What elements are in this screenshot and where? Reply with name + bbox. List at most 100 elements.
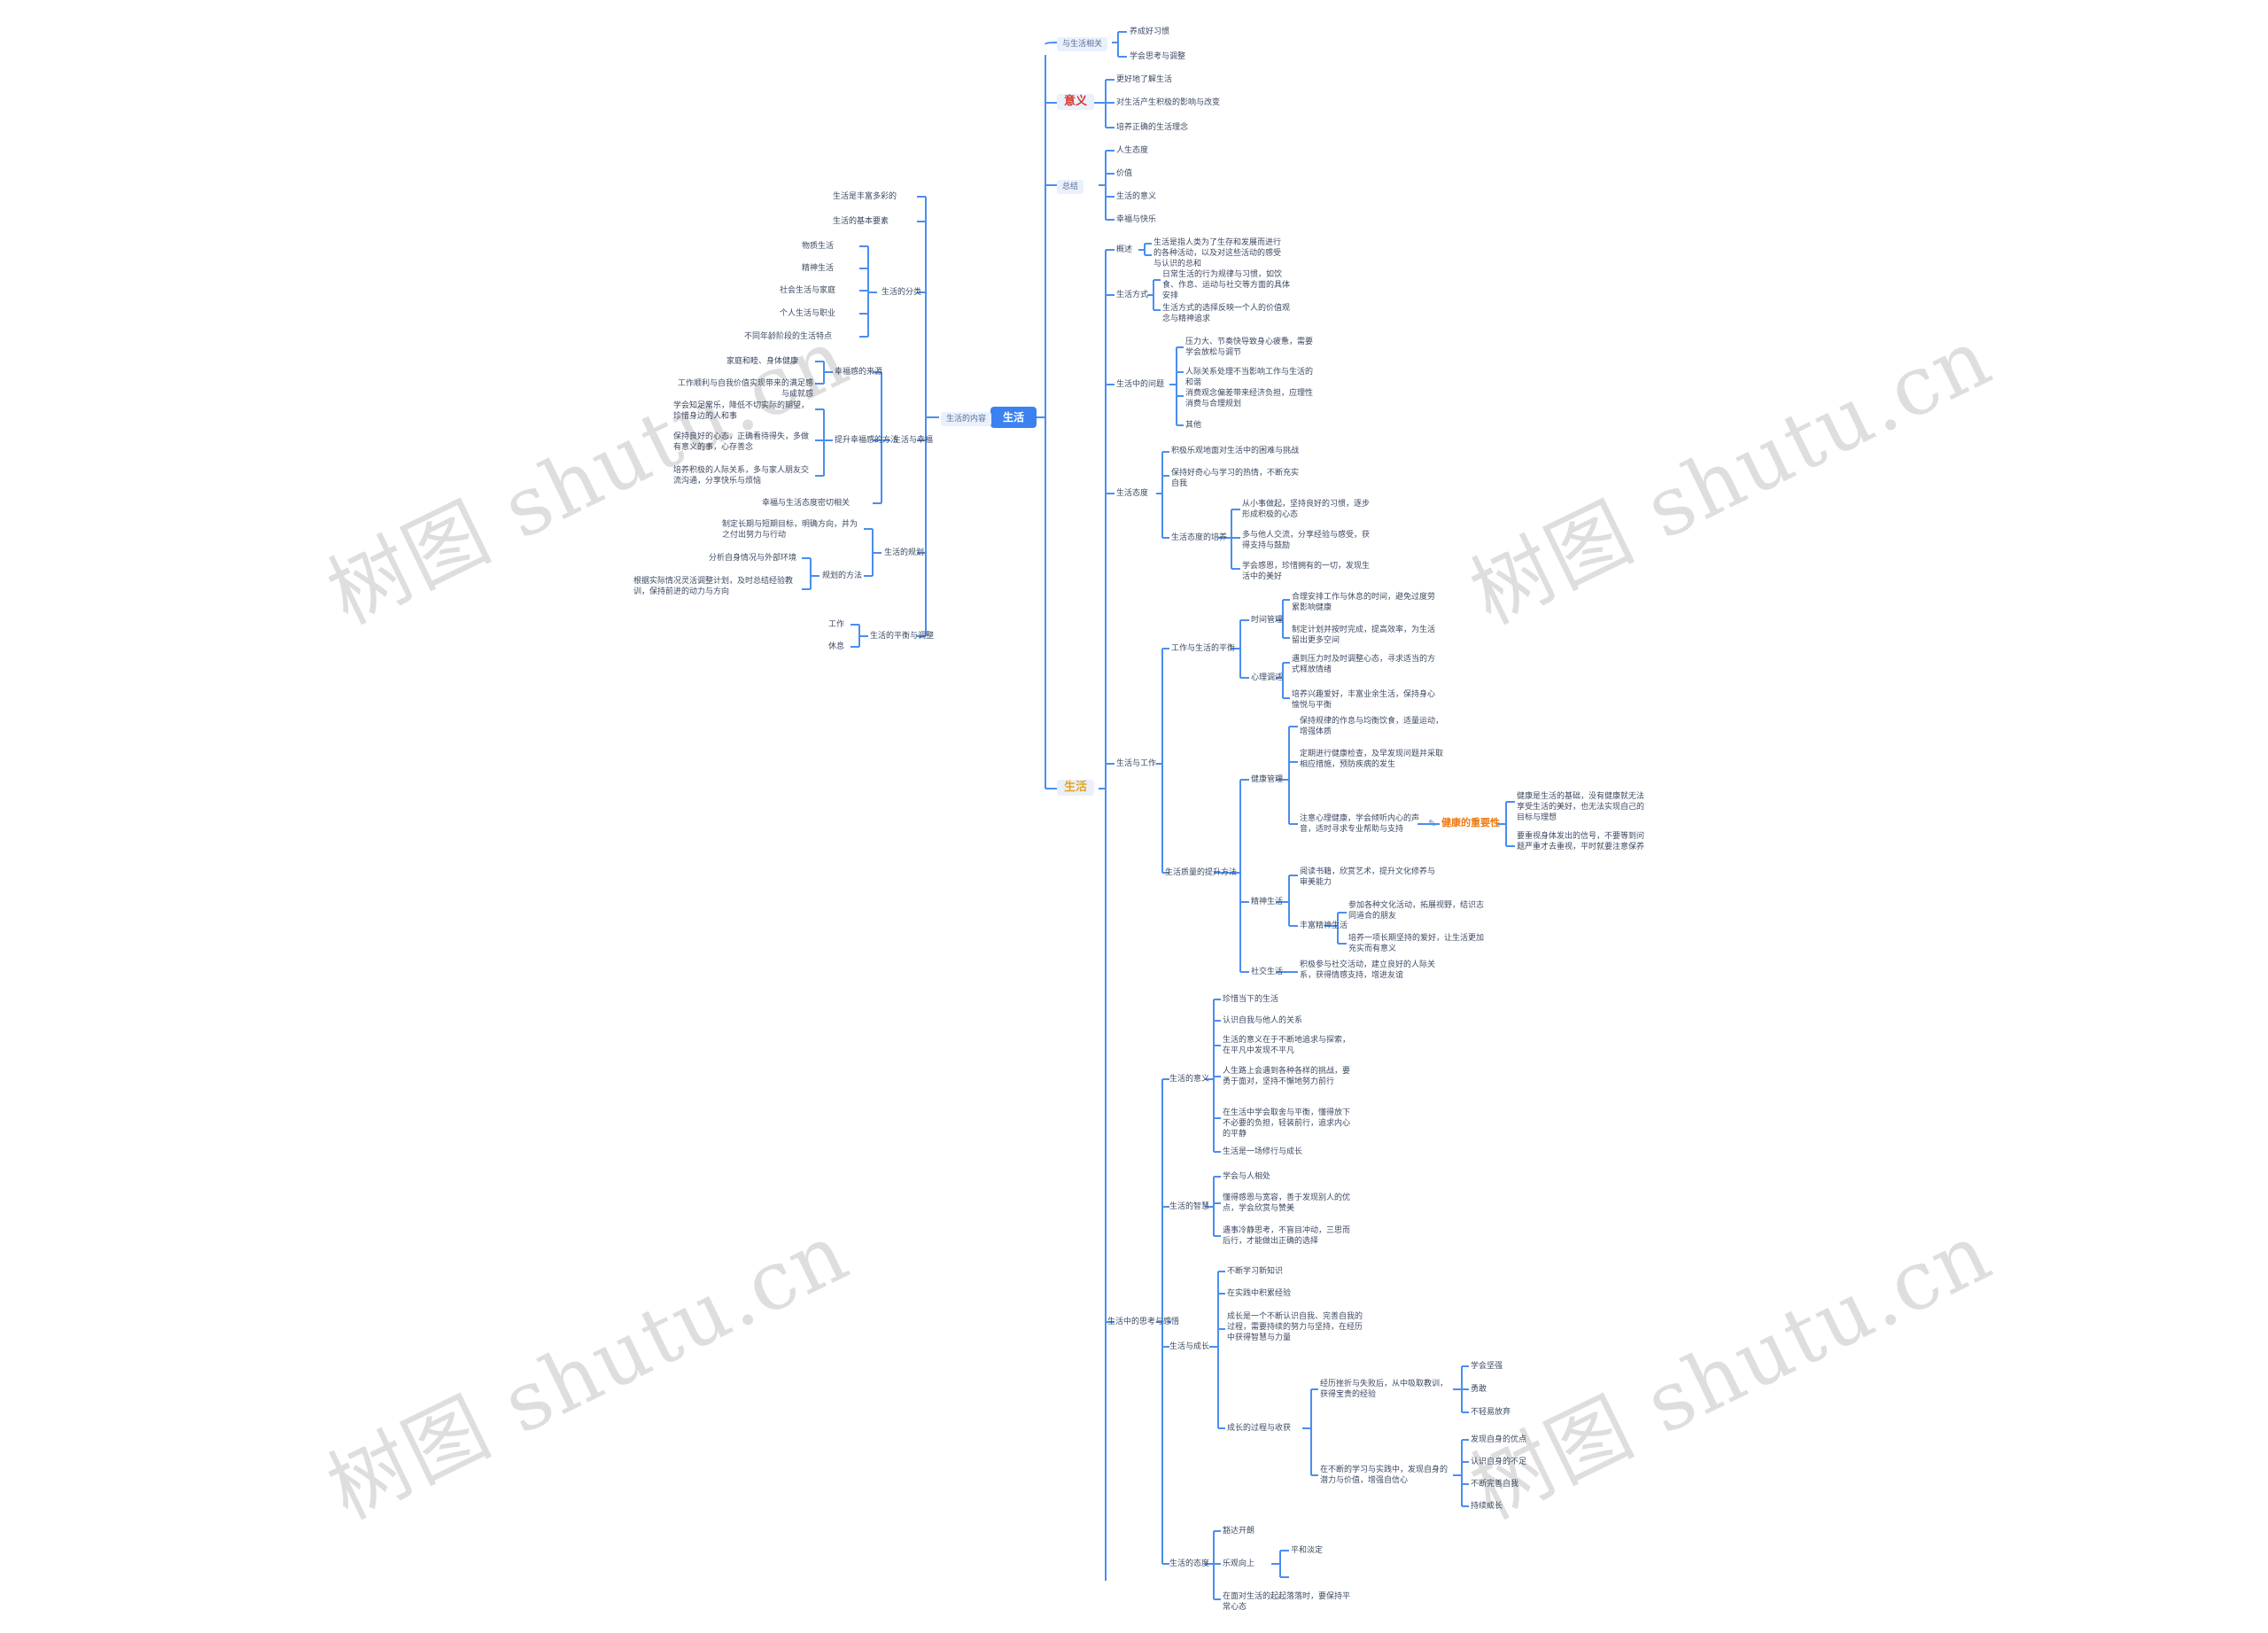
leaf-node: 日常生活的行为规律与习惯，如饮食、作息、运动与社交等方面的具体安排: [1162, 270, 1291, 300]
topic-node[interactable]: 生活与幸福: [893, 436, 934, 445]
topic-node[interactable]: 工作与生活的平衡: [1171, 644, 1236, 653]
leaf-node: 生活的基本要素: [833, 217, 889, 226]
leaf-node: 对生活产生积极的影响与改变: [1116, 98, 1221, 107]
topic-node[interactable]: 精神生活: [1251, 898, 1284, 906]
leaf-node: 工作: [828, 620, 845, 629]
leaf-node: 遇到压力时及时调整心态，寻求适当的方式释放情绪: [1292, 655, 1436, 674]
topic-node[interactable]: 生活的意义: [1169, 1075, 1210, 1084]
leaf-node: 制定计划并按时完成，提高效率，为生活留出更多空间: [1292, 626, 1436, 645]
topic-node[interactable]: 社交生活: [1251, 968, 1284, 976]
topic-node[interactable]: 健康管理: [1251, 775, 1284, 784]
leaf-node: 生活的意义在于不断地追求与探索，在平凡中发现不平凡: [1223, 1036, 1351, 1055]
leaf-node: 学会与人相处: [1223, 1172, 1271, 1181]
highlight-node[interactable]: 健康的重要性: [1441, 817, 1500, 828]
leaf-node: 在生活中学会取舍与平衡，懂得放下不必要的负担，轻装前行，追求内心的平静: [1223, 1108, 1351, 1139]
leaf-node: 合理安排工作与休息的时间，避免过度劳累影响健康: [1292, 593, 1436, 612]
topic-node[interactable]: 生活的分类: [882, 288, 922, 297]
leaf-node: 不同年龄阶段的生活特点: [744, 332, 833, 341]
leaf-node: 健康是生活的基础，没有健康就无法享受生活的美好，也无法实现自己的目标与理想: [1517, 792, 1645, 822]
leaf-node: 积极参与社交活动，建立良好的人际关系，获得情感支持，增进友谊: [1300, 960, 1436, 980]
leaf-node: 认识自身的不足: [1471, 1458, 1527, 1466]
topic-node[interactable]: 心理调适: [1251, 673, 1284, 682]
leaf-node: 生活的意义: [1116, 192, 1157, 201]
leaf-node: 更好地了解生活: [1116, 75, 1173, 84]
leaf-node: 分析自身情况与外部环境: [709, 554, 797, 563]
topic-node[interactable]: 规划的方法: [822, 572, 863, 580]
leaf-node: 保持好奇心与学习的热情，不断充实自我: [1171, 469, 1300, 488]
branch-node-highlight-red[interactable]: 意义: [1057, 94, 1095, 110]
leaf-node: 培养兴趣爱好，丰富业余生活，保持身心愉悦与平衡: [1292, 690, 1436, 710]
leaf-node: 要重视身体发出的信号，不要等到问题严重才去重视，平时就要注意保养: [1517, 832, 1645, 851]
topic-node[interactable]: 生活方式: [1116, 291, 1149, 299]
topic-node[interactable]: 提升幸福感的方法: [835, 436, 899, 445]
leaf-node: 豁达开朗: [1223, 1527, 1255, 1536]
leaf-node: 培养积极的人际关系，多与家人朋友交流沟通，分享快乐与烦恼: [673, 466, 810, 486]
topic-node[interactable]: 生活与成长: [1169, 1342, 1210, 1351]
leaf-node: 认识自我与他人的关系: [1223, 1016, 1303, 1025]
leaf-node: 勇敢: [1471, 1385, 1487, 1394]
branch-node-highlight-yellow[interactable]: 生活: [1057, 780, 1095, 796]
leaf-node: 参加各种文化活动，拓展视野，结识志同道合的朋友: [1348, 901, 1485, 921]
leaf-node: 在实践中积累经验: [1227, 1289, 1292, 1298]
leaf-node: 定期进行健康检查，及早发现问题并采取相应措施，预防疾病的发生: [1300, 750, 1444, 769]
leaf-node: 注意心理健康，学会倾听内心的声音，适时寻求专业帮助与支持: [1300, 814, 1420, 834]
leaf-node: 人生路上会遇到各种各样的挑战，要勇于面对，坚持不懈地努力前行: [1223, 1067, 1351, 1086]
topic-node[interactable]: 概述: [1116, 245, 1133, 254]
leaf-node: 价值: [1116, 169, 1133, 178]
topic-node[interactable]: 生活中的问题: [1116, 380, 1165, 389]
topic-node[interactable]: 生活态度: [1116, 489, 1149, 498]
topic-node[interactable]: 生活与工作: [1116, 759, 1157, 768]
leaf-node: 幸福与生活态度密切相关: [762, 499, 850, 508]
leaf-node: 学会知足常乐，降低不切实际的期望，珍惜身边的人和事: [673, 401, 810, 421]
leaf-node: 平和淡定: [1291, 1546, 1324, 1555]
topic-node[interactable]: 幸福感的来源: [835, 368, 883, 377]
leaf-node: 阅读书籍，欣赏艺术，提升文化修养与审美能力: [1300, 867, 1436, 887]
leaf-node: 家庭和睦、身体健康: [726, 357, 799, 366]
leaf-node: 经历挫折与失败后，从中吸取教训，获得宝贵的经验: [1320, 1380, 1449, 1399]
leaf-node: 培养一项长期坚持的爱好，让生活更加充实而有意义: [1348, 934, 1485, 953]
leaf-node: 生活是丰富多彩的: [833, 192, 897, 201]
topic-node[interactable]: 生活的智慧: [1169, 1202, 1210, 1211]
leaf-node: 保持良好的心态，正确看待得失，多做有意义的事，心存善念: [673, 432, 810, 452]
leaf-node: 保持规律的作息与均衡饮食，适量运动，增强体质: [1300, 717, 1444, 736]
topic-node[interactable]: 生活质量的提升方法: [1165, 868, 1238, 877]
leaf-node: 珍惜当下的生活: [1223, 995, 1279, 1004]
topic-node[interactable]: 生活的规划: [884, 548, 925, 557]
leaf-node: 遇事冷静思考，不盲目冲动，三思而后行，才能做出正确的选择: [1223, 1226, 1351, 1246]
leaf-node: 积极乐观地面对生活中的困难与挑战: [1171, 447, 1300, 455]
leaf-node: 消费观念偏差带来经济负担，应理性消费与合理规划: [1185, 389, 1314, 408]
topic-node[interactable]: 时间管理: [1251, 616, 1284, 625]
pencil-icon: ✎: [1428, 818, 1437, 829]
leaf-node: 培养正确的生活理念: [1116, 123, 1189, 132]
leaf-node: 乐观向上: [1223, 1559, 1255, 1568]
topic-node[interactable]: 生活中的思考与感悟: [1107, 1318, 1180, 1326]
topic-node[interactable]: 生活态度的培养: [1171, 533, 1228, 542]
leaf-node: 工作顺利与自我价值实现带来的满足感与成就感: [677, 379, 813, 399]
leaf-node: 持续成长: [1471, 1502, 1503, 1511]
leaf-node: 在不断的学习与实践中，发现自身的潜力与价值，增强自信心: [1320, 1466, 1449, 1485]
branch-node[interactable]: 总结: [1057, 180, 1084, 194]
leaf-node: 懂得感恩与宽容，善于发现别人的优点，学会欣赏与赞美: [1223, 1194, 1351, 1213]
topic-node[interactable]: 生活的态度: [1169, 1559, 1210, 1568]
leaf-node: 成长是一个不断认识自我、完善自我的过程，需要持续的努力与坚持，在经历中获得智慧与…: [1227, 1312, 1363, 1342]
leaf-node: 不断完善自我: [1471, 1480, 1519, 1489]
topic-node[interactable]: 生活的平衡与调整: [870, 632, 935, 641]
topic-node[interactable]: 丰富精神生活: [1300, 921, 1348, 930]
topic-node[interactable]: 成长的过程与收获: [1227, 1424, 1292, 1433]
leaf-node: 其他: [1185, 421, 1202, 430]
leaf-node: 多与他人交流，分享经验与感受，获得支持与鼓励: [1242, 531, 1371, 550]
branch-node[interactable]: 与生活相关: [1057, 37, 1108, 51]
leaf-node: 人际关系处理不当影响工作与生活的和谐: [1185, 368, 1314, 387]
leaf-node: 压力大、节奏快导致身心疲惫，需要学会放松与调节: [1185, 338, 1314, 357]
leaf-node: 不轻易放弃: [1471, 1408, 1511, 1417]
leaf-node: 不断学习新知识: [1227, 1267, 1284, 1276]
leaf-node: 制定长期与短期目标，明确方向，并为之付出努力与行动: [722, 520, 858, 540]
leaf-node: 个人生活与职业: [780, 309, 836, 318]
leaf-node: 物质生活: [802, 242, 835, 251]
leaf-node: 生活方式的选择反映一个人的价值观念与精神追求: [1162, 304, 1291, 323]
branch-node[interactable]: 生活的内容: [941, 412, 992, 426]
leaf-node: 从小事做起，坚持良好的习惯，逐步形成积极的心态: [1242, 500, 1371, 519]
leaf-node: 休息: [828, 642, 845, 651]
root-node[interactable]: 生活: [990, 407, 1037, 428]
